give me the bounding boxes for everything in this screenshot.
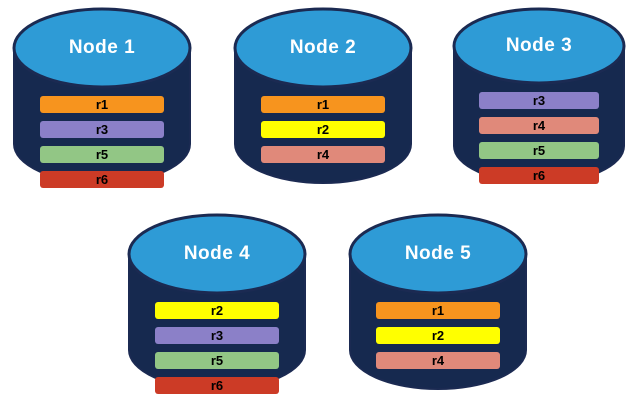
replica-label: r3	[210, 328, 224, 343]
replica-label: r1	[316, 97, 330, 112]
replica-bar[interactable]: r4	[261, 146, 385, 163]
replica-label: r1	[95, 97, 109, 112]
replica-list: r1 r3 r5 r6	[12, 96, 192, 188]
cylinder-top-ellipse	[348, 213, 528, 295]
replica-bar[interactable]: r1	[261, 96, 385, 113]
replica-label: r2	[431, 328, 445, 343]
replica-bar[interactable]: r2	[261, 121, 385, 138]
replica-bar[interactable]: r5	[155, 352, 279, 369]
replica-bar[interactable]: r1	[376, 302, 500, 319]
cylinder-top-ellipse	[452, 7, 626, 85]
replica-list: r1 r2 r4	[233, 96, 413, 163]
cylinder-top-ellipse	[233, 7, 413, 89]
replica-bar[interactable]: r6	[40, 171, 164, 188]
replica-bar[interactable]: r5	[40, 146, 164, 163]
cylinder-top-ellipse	[12, 7, 192, 89]
replica-list: r2 r3 r5 r6	[127, 302, 307, 394]
replica-label: r5	[532, 143, 546, 158]
cylinder-top-ellipse	[127, 213, 307, 295]
replica-bar[interactable]: r5	[479, 142, 599, 159]
replica-label: r2	[210, 303, 224, 318]
replica-bar[interactable]: r3	[479, 92, 599, 109]
replica-bar[interactable]: r6	[479, 167, 599, 184]
replica-label: r4	[431, 353, 445, 368]
replica-label: r1	[431, 303, 445, 318]
replica-bar[interactable]: r2	[376, 327, 500, 344]
replica-label: r5	[95, 147, 109, 162]
replica-bar[interactable]: r3	[155, 327, 279, 344]
replica-label: r6	[95, 172, 109, 187]
replica-bar[interactable]: r4	[376, 352, 500, 369]
replica-label: r6	[210, 378, 224, 393]
replica-label: r4	[532, 118, 546, 133]
replica-bar[interactable]: r6	[155, 377, 279, 394]
replica-label: r6	[532, 168, 546, 183]
replica-list: r3 r4 r5 r6	[452, 92, 626, 184]
replica-label: r4	[316, 147, 330, 162]
replica-label: r3	[532, 93, 546, 108]
replica-bar[interactable]: r4	[479, 117, 599, 134]
replica-label: r5	[210, 353, 224, 368]
replica-bar[interactable]: r3	[40, 121, 164, 138]
replica-label: r2	[316, 122, 330, 137]
replica-bar[interactable]: r1	[40, 96, 164, 113]
replica-label: r3	[95, 122, 109, 137]
replica-bar[interactable]: r2	[155, 302, 279, 319]
replica-list: r1 r2 r4	[348, 302, 528, 369]
